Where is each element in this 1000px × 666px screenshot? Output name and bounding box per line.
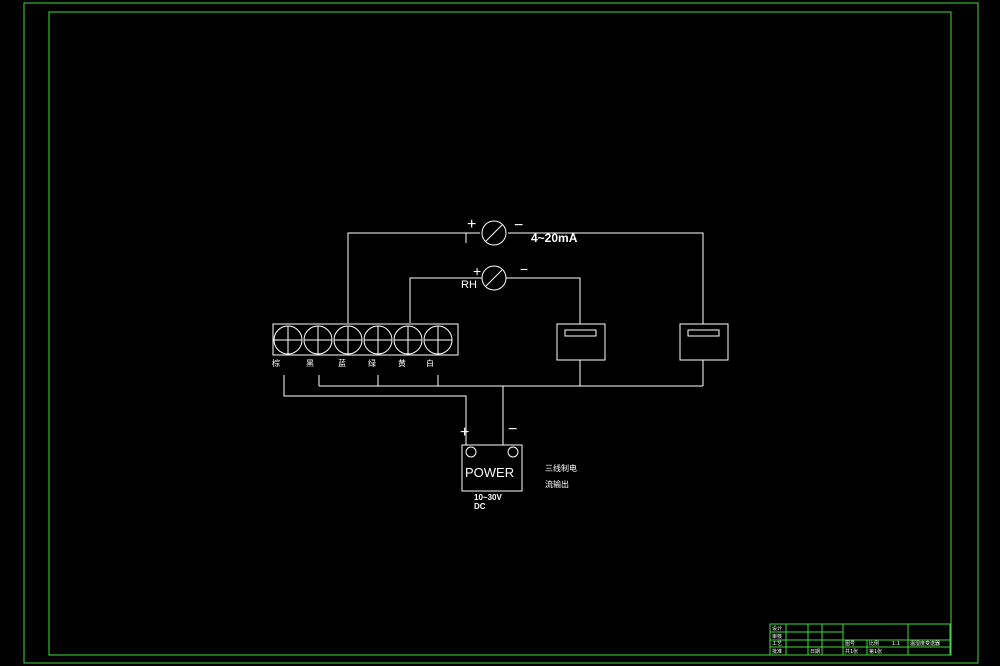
tb-scale-label: 比例 [869, 640, 879, 647]
terminal-label-5: 黄 [398, 358, 406, 368]
humidity-meter-minus: − [520, 261, 528, 277]
tb-drawing-no: 图号 [845, 641, 855, 647]
power-supply: POWER + − 10~30V DC [460, 421, 523, 511]
current-meter-plus: + [467, 216, 476, 233]
outer-frame [23, 2, 979, 664]
inner-frame [48, 11, 952, 656]
terminal-label-3: 蓝 [338, 358, 346, 368]
tb-sheets-total: 共1张 [845, 648, 858, 655]
terminal-label-2: 黑 [306, 359, 314, 368]
current-meter-minus: − [514, 217, 523, 234]
common-wiring [283, 360, 704, 445]
humidity-loop: + − RH [409, 261, 581, 324]
tb-reviewer: 审核 [772, 633, 782, 640]
tb-scale: 1:1 [892, 641, 900, 647]
tb-title: 温湿度变送器 [910, 640, 940, 647]
humidity-meter-label: RH [461, 279, 477, 291]
title-block: 设计 审核 工艺 批准 日期 图号 比例 1:1 共1张 第1张 温湿度变送器 [769, 623, 951, 656]
terminal-label-6: 白 [426, 358, 434, 368]
power-plus: + [460, 424, 469, 441]
terminal-label-1: 棕 [272, 358, 280, 368]
tb-sheet-no: 第1张 [869, 648, 882, 655]
humidity-indicator [556, 323, 606, 361]
current-range-label: 4~20mA [531, 231, 578, 245]
terminal-strip: 棕 黑 蓝 绿 黄 白 [272, 323, 459, 368]
power-type: DC [474, 502, 486, 511]
power-label: POWER [465, 465, 514, 480]
humidity-meter-plus: + [473, 263, 481, 279]
output-note-line1: 三线制电 [545, 463, 577, 473]
power-voltage: 10~30V [474, 493, 502, 502]
current-loop: + − 4~20mA [347, 216, 704, 324]
power-minus: − [508, 421, 517, 438]
tb-approver: 批准 [772, 648, 782, 655]
humidity-meter-icon [481, 265, 507, 291]
terminal-label-4: 绿 [368, 359, 376, 368]
current-indicator [679, 323, 729, 361]
output-note-line2: 流输出 [545, 479, 569, 489]
tb-date: 日期 [810, 649, 820, 655]
current-meter-icon [481, 220, 507, 246]
tb-designer: 设计 [772, 625, 782, 632]
tb-process: 工艺 [772, 641, 782, 647]
